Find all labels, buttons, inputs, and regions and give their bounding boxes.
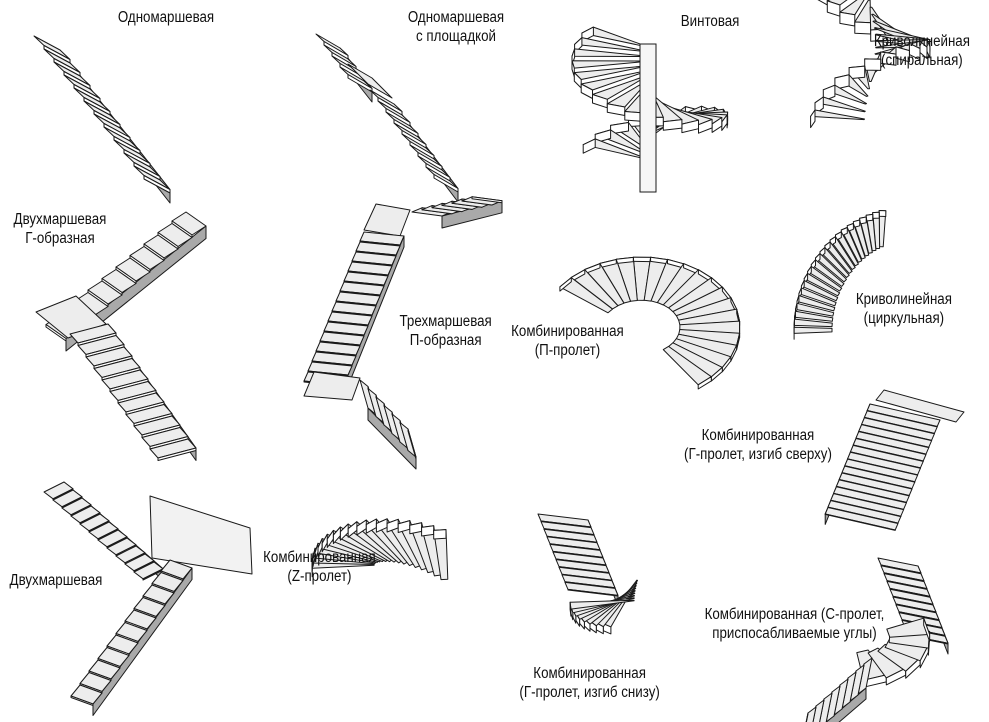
label-curved-spiral: Криволинейная(спиральная) <box>874 32 970 70</box>
riser <box>434 530 446 539</box>
label-combined-l-top: Комбинированная(Г-пролет, изгиб сверху) <box>684 426 832 464</box>
riser <box>840 12 855 26</box>
riser <box>818 0 828 5</box>
riser <box>873 212 880 218</box>
riser <box>570 602 571 616</box>
label-spiral-pole: Винтовая <box>681 12 740 31</box>
riser <box>663 120 682 131</box>
landing-top <box>364 204 410 236</box>
tread <box>794 327 832 333</box>
riser <box>422 526 434 536</box>
stringer <box>93 568 192 716</box>
riser <box>410 523 422 534</box>
pole <box>640 44 656 192</box>
label-two-flight: Двухмаршевая <box>10 571 103 590</box>
label-combined-z: Комбинированная(Z-пролет) <box>263 548 376 586</box>
riser <box>879 211 886 217</box>
tread <box>811 110 865 120</box>
label-combined-c: Комбинированная (С-пролет,приспосабливае… <box>705 605 885 643</box>
stair-l-shaped <box>36 212 206 461</box>
label-combined-l-bottom: Комбинированная(Г-пролет, изгиб снизу) <box>519 664 659 702</box>
landing <box>150 496 252 574</box>
stair-spiral-pole <box>572 27 728 192</box>
stair-combined-l-bottom <box>538 514 638 634</box>
riser <box>583 139 595 153</box>
stair-straight-landing <box>316 34 458 202</box>
stair-two-flight <box>44 482 252 716</box>
tread <box>802 707 816 722</box>
riser <box>633 257 650 261</box>
riser <box>855 22 871 34</box>
riser <box>802 713 808 722</box>
label-curved-circular: Криволинейная(циркульная) <box>856 290 952 328</box>
stair-combined-l-top <box>825 390 964 530</box>
label-straight: Одномаршевая <box>118 8 214 27</box>
stair-straight <box>34 36 170 203</box>
riser <box>811 110 815 128</box>
label-combined-u: Комбинированная(П-пролет) <box>511 322 624 360</box>
